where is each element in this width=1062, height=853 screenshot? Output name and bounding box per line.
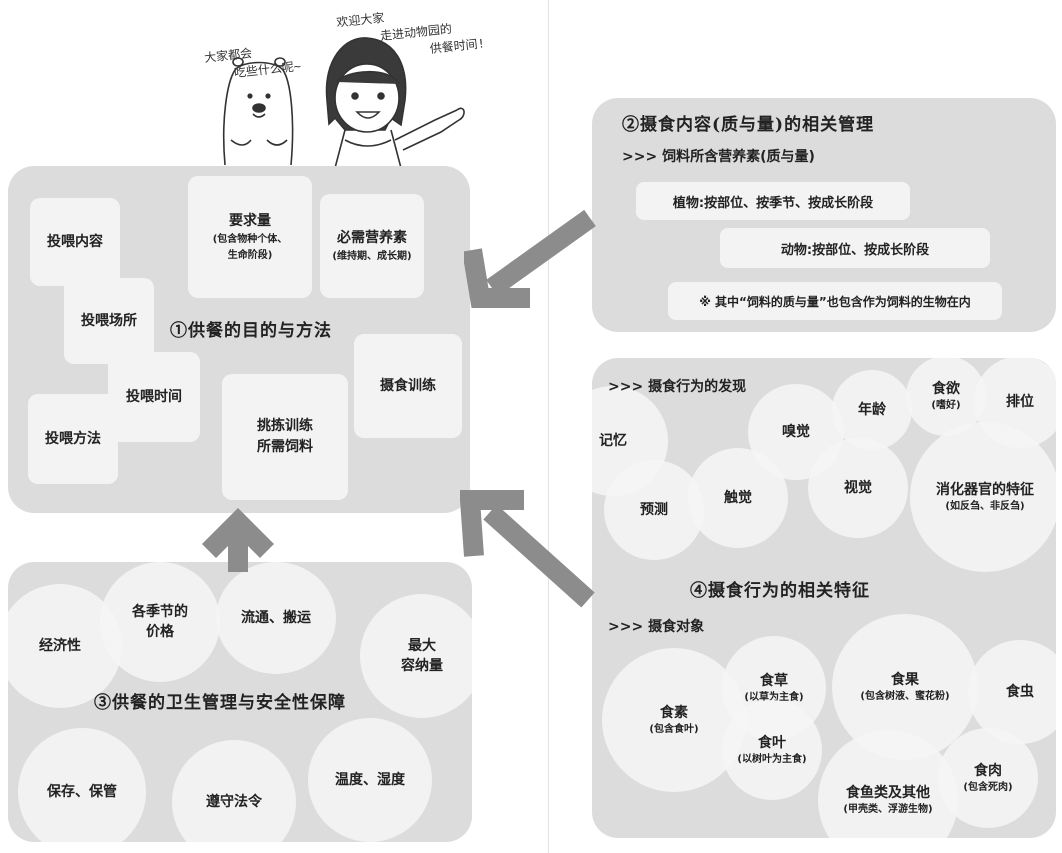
panel-hygiene-safety: 经济性 各季节的 价格 流通、搬运 最大 容纳量 ③供餐的卫生管理与安全性保障 … <box>8 562 472 842</box>
max-capacity-line-2: 容纳量 <box>401 658 443 674</box>
circle-compliance: 遵守法令 <box>172 740 296 842</box>
requirement-label: 要求量 <box>229 212 271 229</box>
circle-vision: 视觉 <box>808 438 908 538</box>
animals-label: 动物:按部位、按成长阶段 <box>780 242 930 258</box>
circle-max-capacity: 最大 容纳量 <box>360 594 472 718</box>
panel3-title: ③供餐的卫生管理与安全性保障 <box>94 693 346 713</box>
circle-touch: 触觉 <box>688 448 788 548</box>
fish-label: 食鱼类及其他 <box>846 784 930 801</box>
meat-label: 食肉 <box>974 762 1002 779</box>
circle-seasonal-price: 各季节的 价格 <box>100 562 220 682</box>
circle-digestive: 消化器官的特征 (如反刍、非反刍) <box>910 422 1056 572</box>
temperature-label: 温度、湿度 <box>335 771 405 788</box>
circle-insect: 食虫 <box>968 640 1056 744</box>
feeding-method-label: 投喂方法 <box>45 430 101 447</box>
grass-note: (以草为主食) <box>744 691 804 703</box>
box-feeding-place: 投喂场所 <box>64 278 154 364</box>
note-label: ※ 其中“饲料的质与量”也包含作为饲料的生物在内 <box>699 294 971 309</box>
economy-label: 经济性 <box>39 637 81 654</box>
insect-label: 食虫 <box>1006 683 1034 700</box>
box-essential-nutrients: 必需营养素 (维持期、成长期) <box>320 194 424 298</box>
select-training-line-1: 挑拣训练 <box>257 418 313 434</box>
distribution-label: 流通、搬运 <box>241 609 311 626</box>
herbivore-note: (包含食叶) <box>649 723 699 735</box>
box-requirement: 要求量 (包含物种个体、 生命阶段) <box>188 176 312 298</box>
max-capacity-line-1: 最大 <box>408 637 436 654</box>
feeding-training-label: 摄食训练 <box>380 377 436 394</box>
mascot-illustration <box>222 37 465 168</box>
herbivore-label: 食素 <box>660 704 688 721</box>
smell-label: 嗅觉 <box>782 423 810 440</box>
circle-storage: 保存、保管 <box>18 728 146 842</box>
fruit-note: (包含树液、蜜花粉) <box>860 690 950 702</box>
circle-meat: 食肉 (包含死肉) <box>938 728 1038 828</box>
panel2-subheading: >>> 饲料所含营养素(质与量) <box>622 149 815 165</box>
box-feeding-method: 投喂方法 <box>28 394 118 484</box>
circle-fish: 食鱼类及其他 (甲壳类、浮游生物) <box>818 730 958 838</box>
feeding-time-label: 投喂时间 <box>126 388 182 405</box>
box-feeding-time: 投喂时间 <box>108 352 200 442</box>
appetite-label: 食欲 <box>932 380 960 397</box>
panel1-title: ①供餐的目的与方法 <box>170 321 332 341</box>
discovery-heading: >>> 摄食行为的发现 <box>608 379 747 395</box>
box-feeding-training: 摄食训练 <box>354 334 462 438</box>
nutrients-note: (维持期、成长期) <box>332 250 412 262</box>
box-feeding-content: 投喂内容 <box>30 198 120 286</box>
prediction-label: 预测 <box>640 501 668 518</box>
touch-label: 触觉 <box>724 489 752 506</box>
requirement-note-1: (包含物种个体、 <box>212 233 288 245</box>
select-training-line-2: 所需饲料 <box>257 439 313 455</box>
tag-note: ※ 其中“饲料的质与量”也包含作为饲料的生物在内 <box>668 282 1002 320</box>
seasonal-price-line-2: 价格 <box>146 624 174 640</box>
leaf-note: (以树叶为主食) <box>737 753 807 765</box>
circle-herbivore: 食素 (包含食叶) <box>602 648 746 792</box>
feeding-place-label: 投喂场所 <box>81 312 137 329</box>
center-divider <box>548 0 549 853</box>
panel-purpose-method: 投喂内容 投喂场所 投喂时间 投喂方法 要求量 (包含物种个体、 生命阶段) 必… <box>8 166 470 513</box>
circle-temperature: 温度、湿度 <box>308 718 432 842</box>
circle-leaf: 食叶 (以树叶为主食) <box>722 700 822 800</box>
feeding-content-label: 投喂内容 <box>47 233 103 250</box>
rank-label: 排位 <box>1006 393 1034 410</box>
circle-prediction: 预测 <box>604 460 704 560</box>
leaf-label: 食叶 <box>758 734 786 751</box>
tag-plants: 植物:按部位、按季节、按成长阶段 <box>636 182 910 220</box>
digestive-label: 消化器官的特征 <box>936 481 1034 498</box>
meat-note: (包含死肉) <box>963 781 1013 793</box>
circle-age: 年龄 <box>832 370 912 450</box>
storage-label: 保存、保管 <box>47 783 117 800</box>
bear-icon <box>222 57 294 166</box>
arrow-up-icon <box>202 508 274 572</box>
tag-animals: 动物:按部位、按成长阶段 <box>720 228 990 268</box>
panel-food-quality: ②摄食内容(质与量)的相关管理 >>> 饲料所含营养素(质与量) 植物:按部位、… <box>592 98 1056 332</box>
box-select-training: 挑拣训练 所需饲料 <box>222 374 348 500</box>
grass-label: 食草 <box>760 672 788 689</box>
fish-note: (甲壳类、浮游生物) <box>843 803 933 815</box>
plants-label: 植物:按部位、按季节、按成长阶段 <box>672 195 874 211</box>
target-heading: >>> 摄食对象 <box>608 619 705 635</box>
circle-distribution: 流通、搬运 <box>216 562 336 674</box>
nutrients-label: 必需营养素 <box>337 229 407 246</box>
girl-icon <box>325 37 465 168</box>
arrow-up-left-icon <box>460 490 595 608</box>
memory-label: 记忆 <box>599 432 627 449</box>
fruit-label: 食果 <box>891 671 919 688</box>
digestive-note: (如反刍、非反刍) <box>945 500 1025 512</box>
seasonal-price-line-1: 各季节的 <box>132 603 188 620</box>
requirement-note-2: 生命阶段) <box>227 249 273 261</box>
panel-feeding-behavior: >>> 摄食行为的发现 记忆 嗅觉 年龄 食欲 (嗜好) 排位 预测 触觉 视觉… <box>592 358 1056 838</box>
age-label: 年龄 <box>858 401 886 418</box>
compliance-label: 遵守法令 <box>206 793 262 810</box>
vision-label: 视觉 <box>844 479 872 496</box>
panel2-title: ②摄食内容(质与量)的相关管理 <box>622 115 875 135</box>
appetite-note: (嗜好) <box>931 399 961 411</box>
panel4-title: ④摄食行为的相关特征 <box>690 581 870 601</box>
arrow-down-left-icon <box>464 209 596 308</box>
